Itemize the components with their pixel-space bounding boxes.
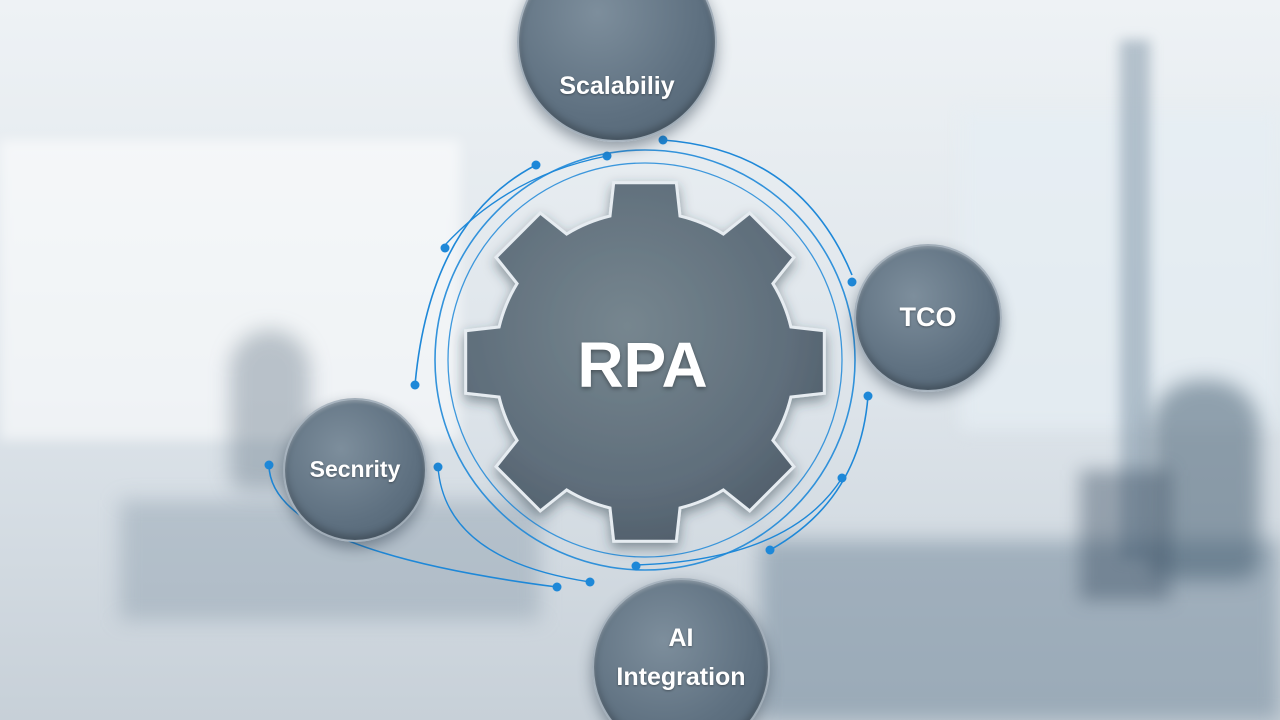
person-silhouette [1150,380,1260,580]
connector-dot [585,577,595,587]
node-tco: TCO [854,244,1002,392]
node-label-line1: AI [668,624,694,652]
node-label: Secnrity [309,456,401,483]
connector-dot [440,243,450,253]
node-label: TCO [899,302,957,333]
connector-dot [863,391,873,401]
window-panel [960,110,1280,430]
node-security: Secnrity [283,398,427,542]
connector-arc [635,477,843,566]
connector-arc [444,155,608,246]
gear-icon [464,181,826,543]
orbit-ring-outer [434,149,856,571]
connector-dot [264,460,274,470]
connector-dot [531,160,541,170]
node-label: Scalabiliy [559,71,675,100]
connector-dot [433,462,443,472]
connector-dot [765,545,775,555]
connector-dot [410,380,420,390]
connector-dot [552,582,562,592]
connector-arc [437,466,591,583]
connector-arc [769,395,869,551]
connector-dot [847,277,857,287]
pillar [1120,40,1150,560]
window-panel [0,140,460,440]
connector-dots [264,135,873,592]
connector-dot [837,473,847,483]
center-label: RPA [577,329,708,401]
connector-arc [662,139,853,276]
connector-dot [631,561,641,571]
chair [1080,470,1170,600]
orbit-ring-inner [447,162,843,558]
connector-dot [658,135,668,145]
connector-arc [414,164,537,386]
node-label-line2: Integration [616,662,746,691]
connector-dot [602,151,612,161]
